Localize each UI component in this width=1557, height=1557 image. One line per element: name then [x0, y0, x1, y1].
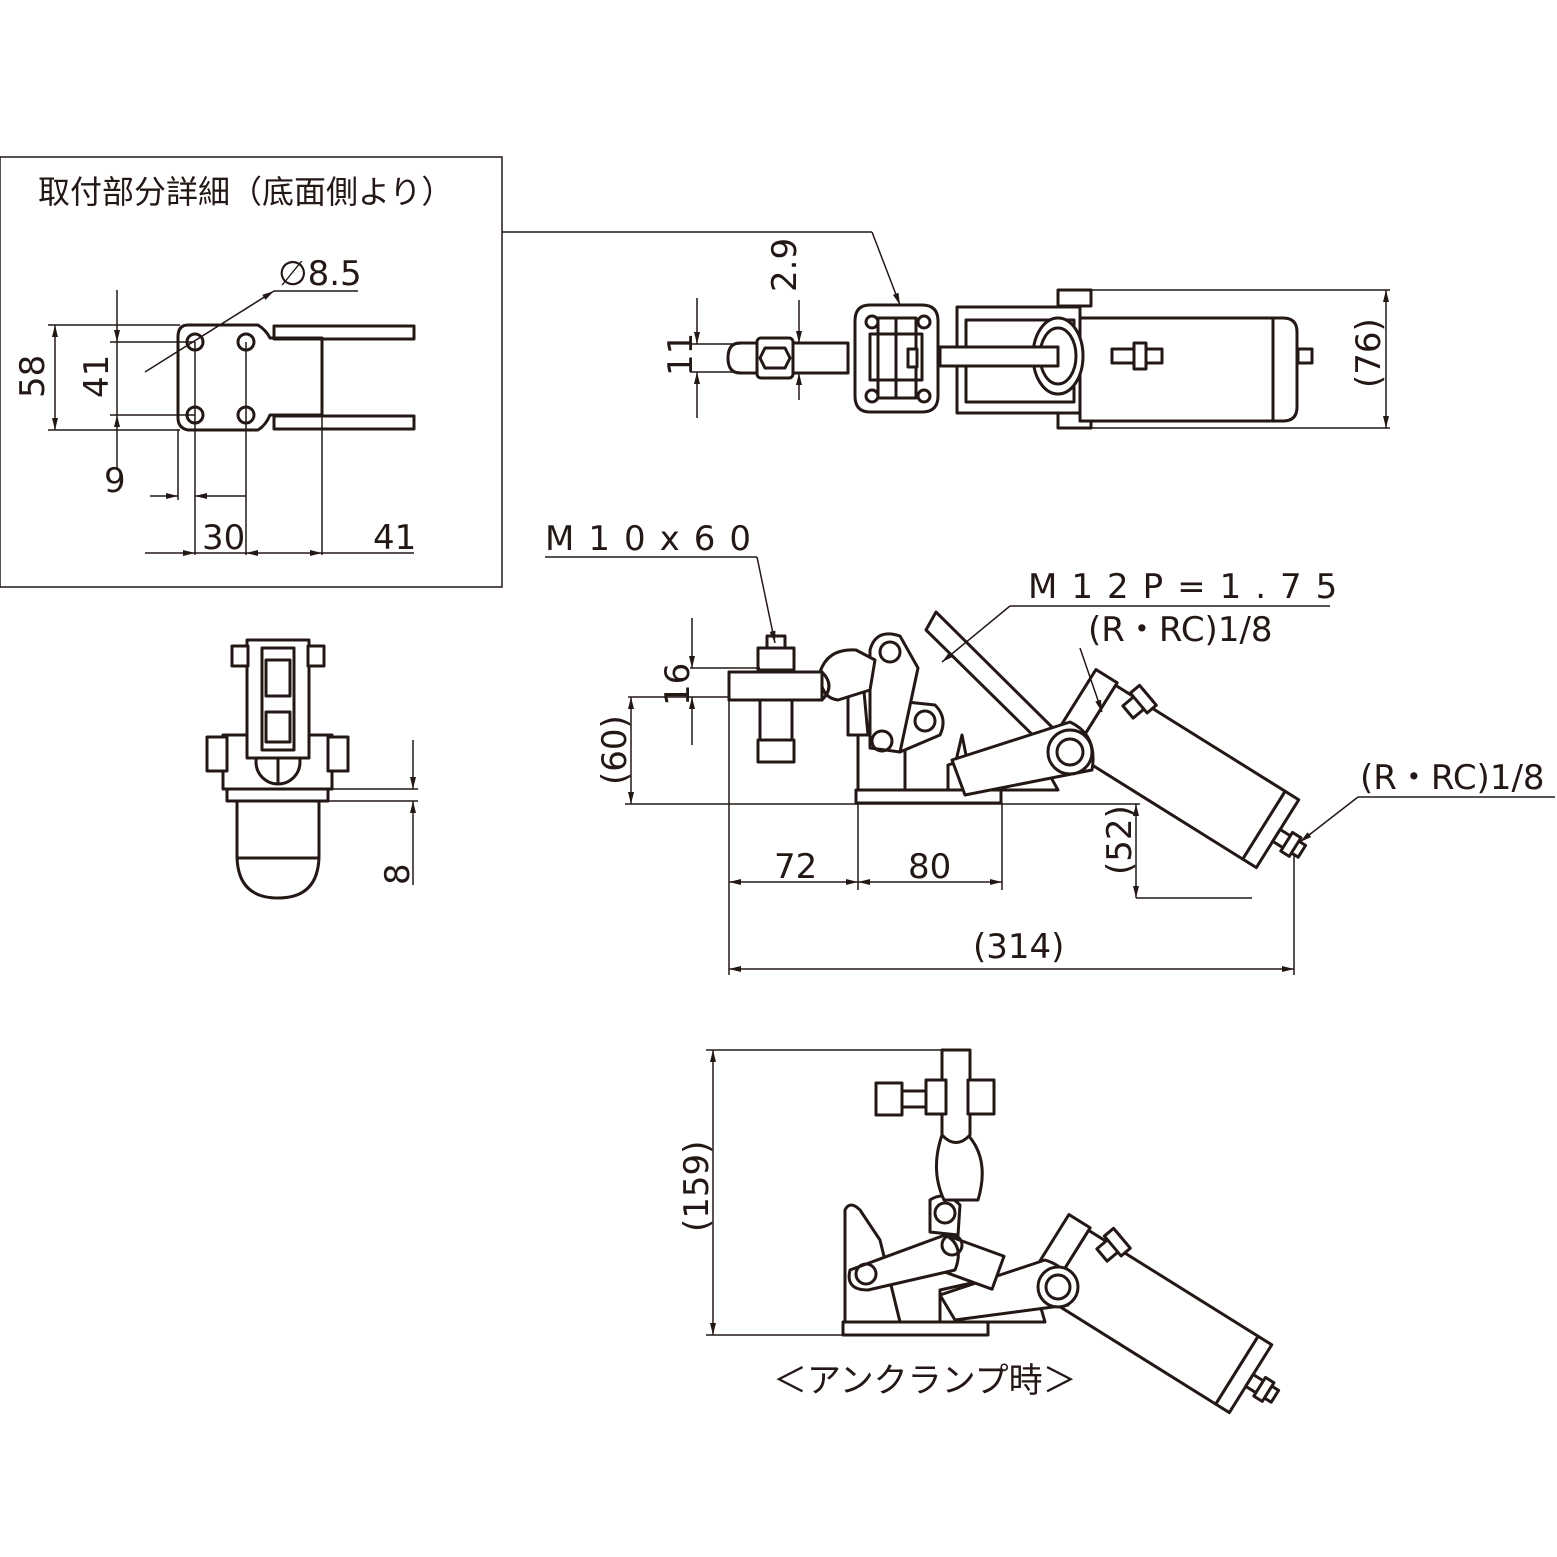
unclamp-bolt-head: [874, 1081, 904, 1117]
base-flange-top: [272, 324, 416, 341]
bolt-spec-label: M10x60: [545, 519, 765, 559]
port-label-2: (R・RC)1/8: [1360, 758, 1545, 798]
dim-30: 30: [202, 518, 245, 558]
port-label-1: (R・RC)1/8: [1088, 610, 1273, 650]
dim-80: 80: [908, 847, 951, 887]
front-cylinder: [235, 798, 321, 900]
side-handle-link: [868, 632, 920, 754]
dim-16: 16: [658, 663, 698, 706]
mounting-detail-view: 取付部分詳細（底面側より） 58 41 9 30 41: [0, 156, 503, 588]
dim-314: (314): [973, 927, 1064, 967]
dim-58: 58: [13, 355, 53, 398]
hole-diameter-label: ∅8.5: [278, 254, 362, 294]
detail-title: 取付部分詳細（底面側より）: [38, 173, 453, 211]
unclamp-cylinder-body: [1044, 1228, 1260, 1406]
plan-piston-rod: [938, 345, 1060, 368]
base-plate-outline: [176, 323, 324, 432]
side-bolt-nut-top: [756, 646, 796, 672]
side-view: (60) 16 (52) 72 80 (314) M10x60 M12P=1.7…: [545, 519, 1555, 975]
dim-8: 8: [378, 863, 418, 885]
dim-76: (76): [1349, 318, 1389, 388]
side-bolt: [758, 698, 794, 742]
plan-view: (76) 11 2.9: [661, 238, 1390, 430]
dim-41-vertical: 41: [77, 355, 117, 398]
dim-11: 11: [661, 333, 701, 376]
unclamp-arm: [940, 1048, 972, 1144]
dim-41-horizontal: 41: [373, 518, 416, 558]
unclamp-caption: ＜アンクランプ時＞: [773, 1361, 1077, 1401]
unclamp-view: (159) ＜アンクランプ時＞: [677, 1048, 1281, 1415]
front-view: 8: [205, 638, 418, 900]
dim-159: (159): [677, 1141, 717, 1232]
base-flange-bottom: [272, 414, 416, 431]
dim-72: 72: [774, 847, 817, 887]
plan-clamp-nut: [755, 336, 795, 380]
front-arm: [245, 638, 311, 760]
thread-spec-label: M12P=1.75: [1028, 567, 1351, 607]
side-clamp-arm: [727, 670, 824, 702]
dim-2-9: 2.9: [765, 238, 805, 292]
front-base-plate: [225, 787, 330, 803]
dim-60: (60): [595, 715, 635, 785]
unclamp-base-plate: [841, 1320, 990, 1337]
plan-cylinder-body: [1078, 316, 1299, 423]
dim-52: (52): [1100, 805, 1140, 875]
dim-9: 9: [104, 461, 126, 501]
